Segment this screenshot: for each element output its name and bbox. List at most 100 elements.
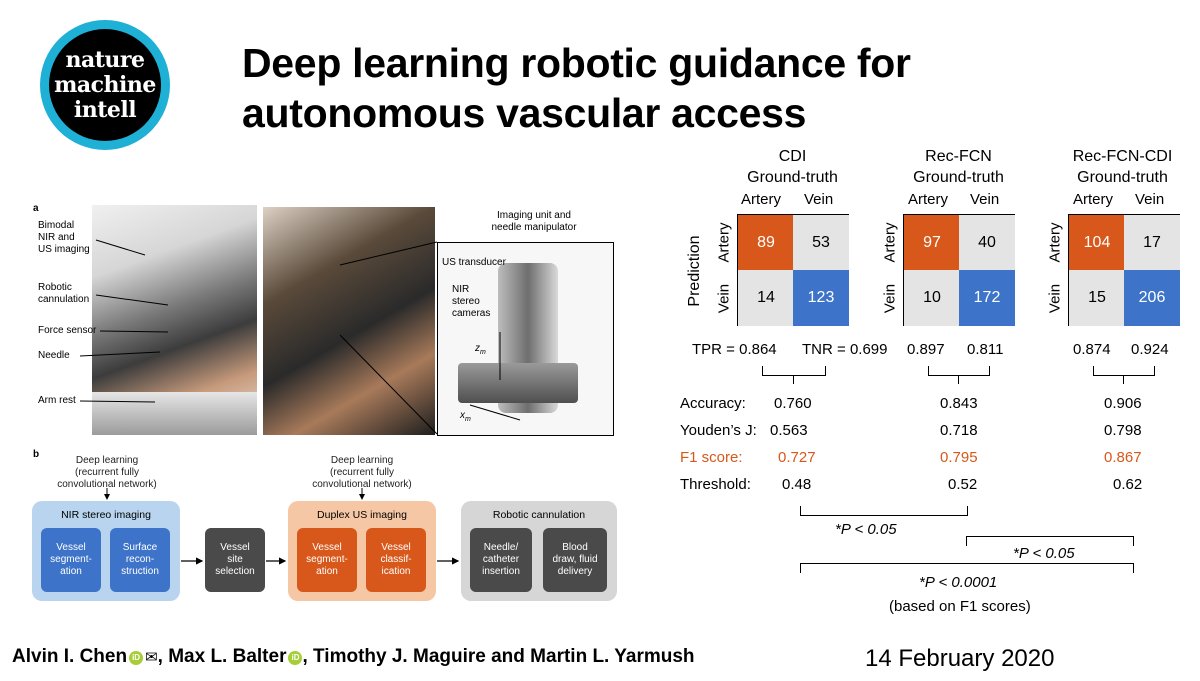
col-vein-1: Vein xyxy=(804,191,834,208)
label-robotic-1: Robotic xyxy=(38,282,72,293)
matrix-rec-name: Rec-FCN xyxy=(925,148,992,165)
ni-2: catheter xyxy=(482,554,520,565)
col-artery-1: Artery xyxy=(741,191,782,208)
f1-label: F1 score: xyxy=(680,449,743,466)
label-robotic-2: cannulation xyxy=(38,294,90,305)
nir-line-1: NIR xyxy=(452,284,470,295)
row-vein-2: Vein xyxy=(881,283,899,314)
threshold-label: Threshold: xyxy=(680,476,751,493)
reccdi-tp-cell: 104 xyxy=(1069,215,1125,271)
matrix-cdi-header: CDI Ground-truth xyxy=(735,146,850,188)
col-vein-2: Vein xyxy=(970,191,1000,208)
vss-3: selection xyxy=(215,566,255,577)
author-1: Alvin I. Chen xyxy=(12,646,128,667)
nir-cameras-label: NIR stereo cameras xyxy=(452,284,490,320)
youden-cdi: 0.563 xyxy=(770,422,808,439)
label-force-sensor: Force sensor xyxy=(38,325,97,336)
cdi-fp-cell: 53 xyxy=(793,215,849,271)
tnr-label: TNR = xyxy=(802,341,850,358)
bd-2: draw, fluid xyxy=(552,554,598,565)
xm-sub: m xyxy=(465,416,471,423)
youden-label: Youden’s J: xyxy=(680,422,757,439)
label-bimodal-3: US imaging xyxy=(38,244,90,255)
ni-3: insertion xyxy=(482,566,520,577)
deep-learning-left: Deep learning (recurrent fully convoluti… xyxy=(32,455,182,491)
sr-2: recon- xyxy=(125,554,155,565)
sr-1: Surface xyxy=(122,542,158,553)
vss-2: site xyxy=(227,554,243,565)
figure-b-letter: b xyxy=(33,449,40,460)
col-artery-3: Artery xyxy=(1073,191,1114,208)
journal-logo-text: nature machine intell xyxy=(49,29,161,141)
matrix-cdi-sub: Ground-truth xyxy=(747,169,838,186)
vs-1: Vessel xyxy=(56,542,86,553)
orcid-icon[interactable]: iD xyxy=(129,651,144,665)
tnr-reccdi: 0.924 xyxy=(1131,341,1169,358)
sig-bracket-3 xyxy=(800,563,1134,573)
nir-line-3: cameras xyxy=(452,308,491,319)
tnr-cdi: TNR = 0.699 xyxy=(802,341,887,358)
tnr-cdi-value: 0.699 xyxy=(849,341,888,358)
prediction-label: Prediction xyxy=(686,235,703,307)
tnr-rec: 0.811 xyxy=(967,341,1004,358)
logo-line-3: intell xyxy=(73,96,137,123)
youden-reccdi: 0.798 xyxy=(1104,422,1142,439)
rec-fn-cell: 10 xyxy=(904,270,960,326)
accuracy-reccdi: 0.906 xyxy=(1104,395,1142,412)
orcid-icon-2[interactable]: iD xyxy=(288,651,303,665)
vc-2: classif- xyxy=(380,554,412,565)
vss-1: Vessel xyxy=(220,542,250,553)
bracket-reccdi xyxy=(1093,366,1155,376)
duplex-group-title: Duplex US imaging xyxy=(317,509,407,521)
dl-mid-3: convolutional network) xyxy=(312,479,412,490)
reccdi-tn-cell: 206 xyxy=(1124,270,1180,326)
dl-left-1: Deep learning xyxy=(75,455,139,466)
dl-left-3: convolutional network) xyxy=(57,479,157,490)
row-vein-3: Vein xyxy=(1046,283,1064,314)
youden-rec: 0.718 xyxy=(940,422,978,439)
matrix-cdi-name: CDI xyxy=(778,148,807,165)
vc-1: Vessel xyxy=(381,542,411,553)
robot-photo-arm xyxy=(263,207,435,435)
tpr-label: TPR = xyxy=(692,341,740,358)
sig-bracket-1 xyxy=(800,506,968,516)
imaging-unit-label: Imaging unit and needle manipulator xyxy=(474,210,594,234)
xm-text: x xyxy=(460,410,465,421)
vs2-1: Vessel xyxy=(312,542,342,553)
imaging-unit-line-1: Imaging unit and xyxy=(497,210,571,221)
sr-3: struction xyxy=(121,566,159,577)
vs2-2: segment- xyxy=(306,554,348,565)
confusion-matrix-rec: 97 40 10 172 xyxy=(903,214,1015,326)
row-artery-2: Artery xyxy=(881,222,899,263)
f1-rec: 0.795 xyxy=(940,449,978,466)
needle-stage-render xyxy=(458,363,578,403)
label-bimodal-2: NIR and xyxy=(38,232,75,243)
col-artery-2: Artery xyxy=(908,191,949,208)
label-needle: Needle xyxy=(38,350,70,361)
figure-a-callout-lines xyxy=(79,239,521,435)
f1-cdi: 0.727 xyxy=(778,449,816,466)
dl-mid-2: (recurrent fully xyxy=(330,467,394,478)
bd-1: Blood xyxy=(562,542,588,553)
flow-arrows xyxy=(104,488,460,565)
nir-group-title: NIR stereo imaging xyxy=(61,509,151,521)
matrix-reccdi-name: Rec-FCN-CDI xyxy=(1072,148,1173,165)
sig-p3: *P < 0.0001 xyxy=(919,574,998,591)
tpr-reccdi: 0.874 xyxy=(1073,341,1111,358)
matrix-rec-sub: Ground-truth xyxy=(913,169,1004,186)
figure-a-letter: a xyxy=(33,203,39,214)
label-robotic-cannulation: Robotic cannulation xyxy=(38,282,89,306)
bd-3: delivery xyxy=(557,566,593,577)
zm-sub: m xyxy=(480,349,486,356)
bracket-rec-tick xyxy=(958,376,959,384)
robotic-group-title: Robotic cannulation xyxy=(492,509,586,521)
accuracy-label: Accuracy: xyxy=(680,395,746,412)
us-transducer-label: US transducer xyxy=(442,257,506,268)
xm-label: xm xyxy=(460,410,471,426)
mail-icon[interactable]: ✉ xyxy=(145,649,158,666)
col-vein-3: Vein xyxy=(1135,191,1165,208)
vs-2: segment- xyxy=(50,554,92,565)
